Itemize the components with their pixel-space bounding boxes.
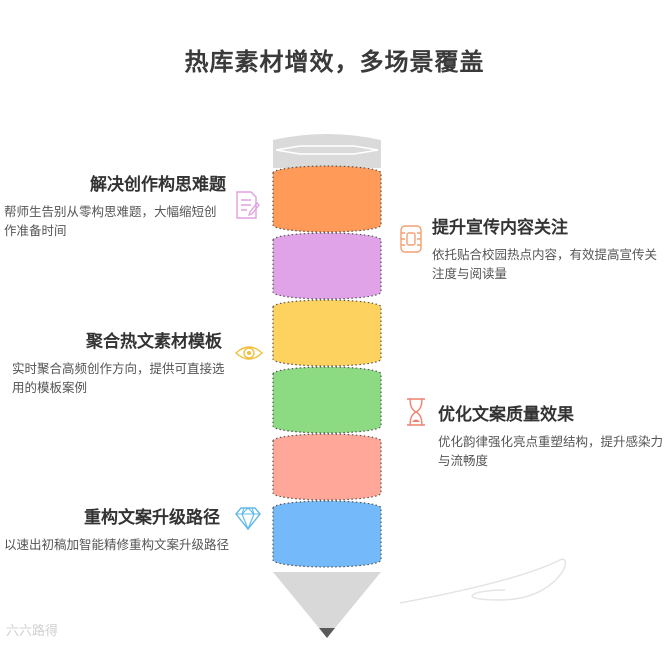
- item-description: 以速出初稿加智能精修重构文案升级路径: [0, 536, 232, 555]
- pencil-cap: [273, 134, 381, 168]
- pencil-segment: [273, 166, 381, 232]
- watermark: 六六路得: [6, 620, 58, 639]
- item-heading: 重构文案升级路径: [0, 503, 232, 528]
- item-heading: 提升宣传内容关注: [432, 213, 664, 238]
- diamond-icon: [234, 505, 262, 531]
- pencil-segment: [273, 300, 381, 366]
- item-aggregate-templates: 聚合热文素材模板 实时聚合高频创作方向，提供可直接选用的模板案例: [0, 327, 232, 398]
- document-icon: [234, 190, 260, 220]
- item-optimize-quality: 优化文案质量效果 优化韵律强化亮点重塑结构，提升感染力与流畅度: [438, 400, 664, 471]
- item-heading: 聚合热文素材模板: [0, 327, 232, 352]
- item-description: 优化韵律强化亮点重塑结构，提升感染力与流畅度: [438, 433, 664, 471]
- pencil-lead: [319, 628, 335, 638]
- film-icon: [398, 224, 424, 254]
- pencil-segment: [273, 367, 381, 433]
- decorative-swoosh: [400, 559, 565, 603]
- pencil-segment: [273, 501, 381, 567]
- item-description: 帮师生告别从零构思难题，大幅缩短创作准备时间: [0, 203, 224, 241]
- eye-icon: [234, 343, 264, 363]
- item-description: 实时聚合高频创作方向，提供可直接选用的模板案例: [0, 360, 232, 398]
- item-heading: 解决创作构思难题: [0, 170, 232, 195]
- pencil-segment: [273, 434, 381, 500]
- item-rebuild-path: 重构文案升级路径 以速出初稿加智能精修重构文案升级路径: [0, 503, 232, 555]
- item-boost-attention: 提升宣传内容关注 依托贴合校园热点内容，有效提高宣传关注度与阅读量: [432, 213, 664, 284]
- item-solve-ideation: 解决创作构思难题 帮师生告别从零构思难题，大幅缩短创作准备时间: [0, 170, 232, 241]
- pencil-segment: [273, 233, 381, 299]
- item-heading: 优化文案质量效果: [438, 400, 664, 425]
- hourglass-icon: [404, 396, 428, 428]
- pencil-tip: [273, 572, 381, 628]
- item-description: 依托贴合校园热点内容，有效提高宣传关注度与阅读量: [432, 246, 664, 284]
